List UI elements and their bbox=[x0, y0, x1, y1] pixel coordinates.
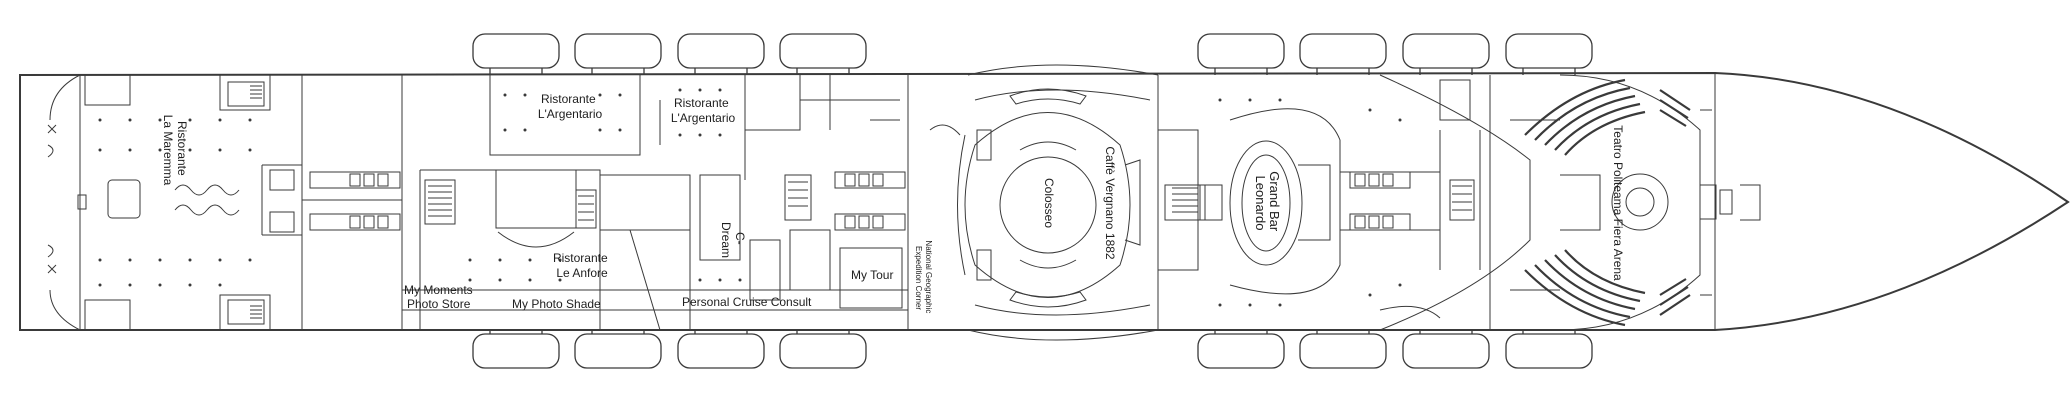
label-personal-cruise-consult: Personal Cruise Consult bbox=[682, 295, 812, 309]
grand-bar-tables bbox=[1218, 98, 1402, 307]
label-c-dream: C- Dream bbox=[719, 222, 747, 258]
midship-rooms bbox=[402, 75, 908, 331]
label-teatro: Teatro Politeama Fiera Arena bbox=[1611, 125, 1625, 281]
colosseo-atrium bbox=[929, 64, 1159, 341]
aft-elevators bbox=[302, 171, 402, 231]
label-nat-geo: National Geographic Expedition Corner bbox=[914, 240, 933, 315]
label-my-tour: My Tour bbox=[851, 268, 893, 282]
label-my-photo-shade: My Photo Shade bbox=[512, 297, 601, 311]
grand-bar-area bbox=[1157, 74, 1560, 331]
lifeboats bbox=[472, 33, 1593, 369]
theatre bbox=[1559, 74, 1761, 331]
aft-tables bbox=[98, 118, 252, 287]
theatre-seating bbox=[1524, 78, 1691, 327]
ship-hull bbox=[19, 71, 2070, 331]
label-my-moments: My Moments Photo Store bbox=[404, 283, 476, 311]
label-la-maremma: Ristorante La Maremma bbox=[161, 115, 189, 186]
label-argentario-2: Ristorante L'Argentario bbox=[671, 96, 736, 125]
label-argentario-1: Ristorante L'Argentario bbox=[538, 92, 603, 121]
label-grand-bar: Grand Bar Leonardo bbox=[1253, 171, 1282, 235]
midship-tables bbox=[468, 88, 742, 282]
label-caffe-vergnano: Caffè Vergnano 1882 bbox=[1103, 146, 1117, 260]
la-maremma-area bbox=[47, 75, 302, 330]
label-colosseo: Colosseo bbox=[1042, 178, 1056, 228]
label-le-anfore: Ristorante Le Anfore bbox=[553, 251, 611, 280]
